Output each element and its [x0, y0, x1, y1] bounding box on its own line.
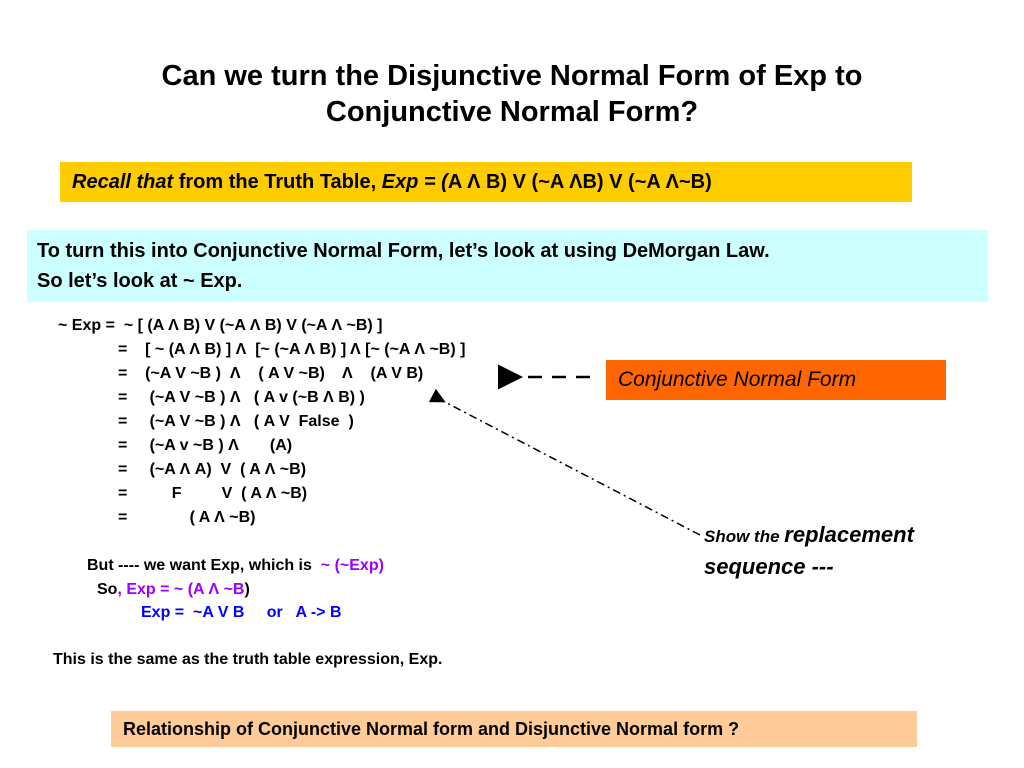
but-line-text: But ---- we want Exp, which is — [87, 557, 321, 574]
show-note-part-3: sequence --- — [704, 554, 834, 579]
cnf-intro-line-2: So let’s look at ~ Exp. — [37, 270, 243, 292]
recall-exp-label: Exp = ( — [381, 171, 448, 193]
exp-result-or: or — [266, 604, 283, 621]
derivation-line-2: = [ ~ (A Λ B) ] Λ [~ (~A Λ B) ] Λ [~ (~A… — [118, 341, 466, 358]
cnf-label-box: Conjunctive Normal Form — [606, 360, 946, 400]
derivation-line-3: = (~A V ~B ) Λ ( A V ~B) Λ (A V B) — [118, 365, 424, 382]
exp-result-right: A -> B — [295, 604, 342, 621]
so-prefix: So — [97, 581, 118, 598]
same-as-truth-table-text: This is the same as the truth table expr… — [53, 651, 443, 668]
but-line-highlight: ~ (~Exp) — [320, 557, 384, 574]
relationship-box: Relationship of Conjunctive Normal form … — [111, 711, 917, 747]
so-line: So, Exp = ~ (A Λ ~B) — [97, 578, 250, 602]
title-line-2: Conjunctive Normal Form? — [325, 96, 699, 128]
derivation-line-6: = (~A v ~B ) Λ (A) — [118, 437, 293, 454]
so-close-paren: ) — [244, 581, 250, 598]
cnf-intro-line-1: To turn this into Conjunctive Normal For… — [37, 240, 770, 262]
exp-result-line: Exp = ~A V B or A -> B — [141, 601, 342, 625]
slide-title: Can we turn the Disjunctive Normal Form … — [40, 58, 984, 130]
show-replacement-note: Show the replacement sequence --- — [704, 520, 984, 582]
so-comma: , — [117, 581, 127, 598]
derivation-line-9: = ( A Λ ~B) — [118, 509, 256, 526]
derivation-line-7: = (~A Λ A) V ( A Λ ~B) — [118, 461, 307, 478]
dash-dot-arrow-to-derivation — [428, 388, 701, 536]
recall-middle: from the Truth Table, — [173, 171, 382, 193]
recall-box: Recall that from the Truth Table, Exp = … — [60, 162, 912, 202]
so-expression: Exp = ~ (A Λ ~B — [126, 581, 245, 598]
title-line-1: Can we turn the Disjunctive Normal Form … — [161, 60, 863, 92]
derivation-line-8: = F V ( A Λ ~B) — [118, 485, 308, 502]
derivation-line-1: ~ Exp = ~ [ (A Λ B) V (~A Λ B) V (~A Λ ~… — [58, 317, 383, 334]
show-note-part-1: Show the — [704, 527, 785, 546]
recall-expression: A Λ B) V (~A ΛB) V (~A Λ~B) — [447, 171, 712, 193]
cnf-intro-box: To turn this into Conjunctive Normal For… — [27, 230, 988, 302]
exp-result-left: Exp = ~A V B — [141, 604, 245, 621]
show-note-part-2: replacement — [784, 522, 914, 547]
derivation-line-4: = (~A V ~B ) Λ ( A v (~B Λ B) ) — [118, 389, 365, 406]
recall-prefix: Recall that — [72, 171, 174, 193]
derivation-line-5: = (~A V ~B ) Λ ( A V False ) — [118, 413, 354, 430]
but-line: But ---- we want Exp, which is ~ (~Exp) — [87, 554, 384, 578]
